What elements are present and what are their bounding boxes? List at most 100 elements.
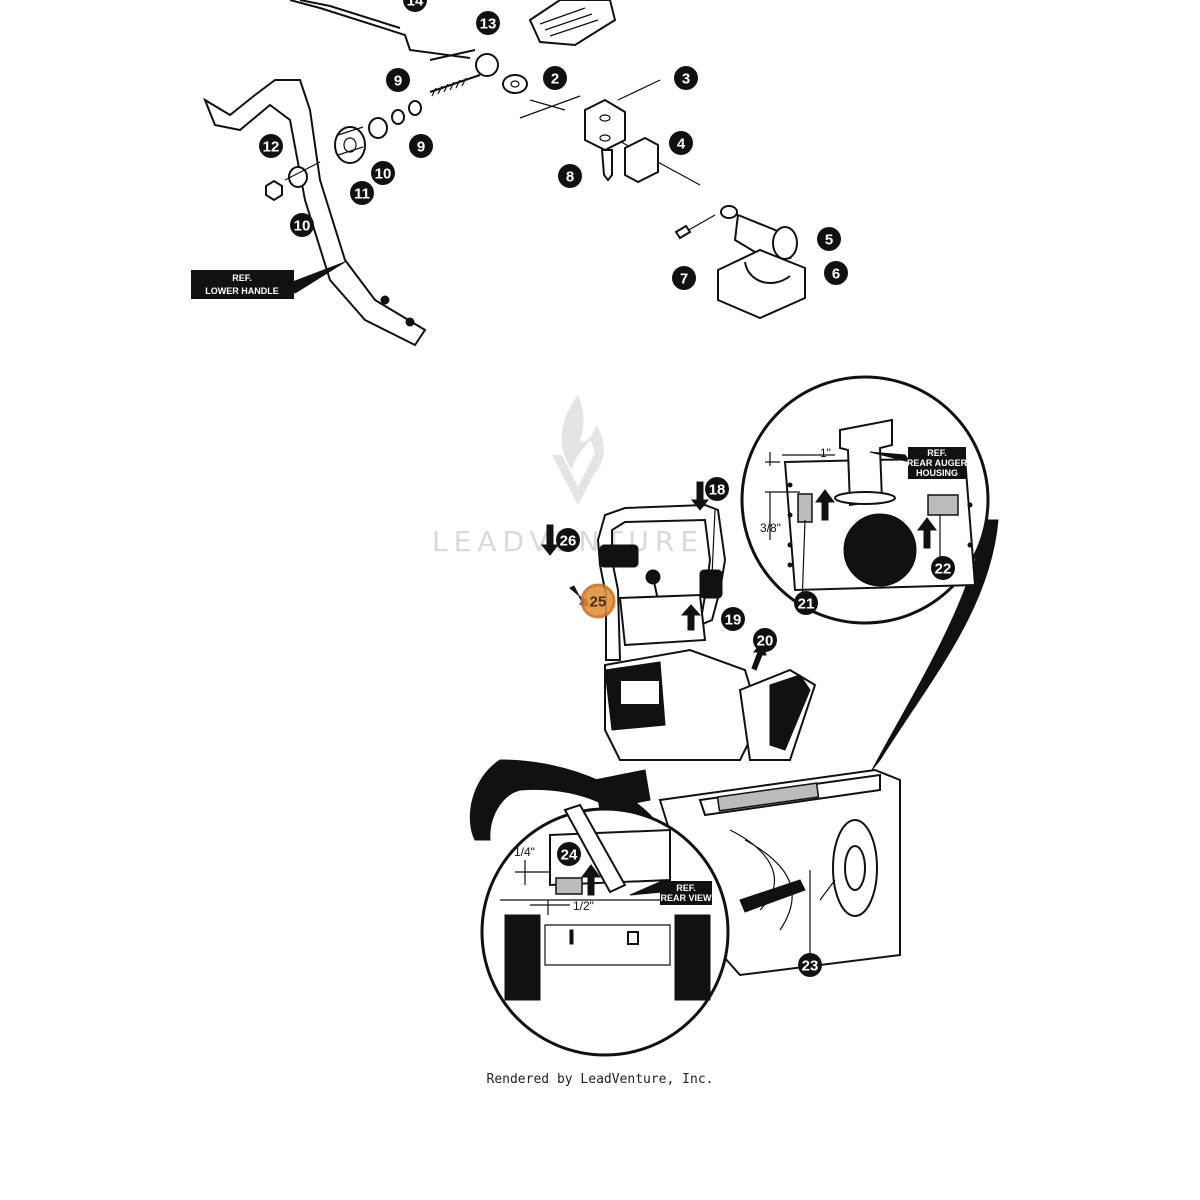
arrow-18-icon: [690, 481, 710, 511]
eyebolt-ring: [475, 53, 499, 77]
callout-circle: [409, 134, 433, 158]
callout-circle: [798, 953, 822, 977]
callout-circle: [753, 628, 777, 652]
callout-number: 23: [802, 958, 819, 975]
callout-10[interactable]: 10: [290, 213, 314, 237]
callout-circle: [259, 134, 283, 158]
svg-text:REAR VIEW: REAR VIEW: [660, 893, 712, 903]
callout-number: 4: [677, 136, 686, 153]
spring-knob: [528, 0, 617, 47]
callout-circle: [794, 591, 818, 615]
arrow-26-icon: [540, 524, 560, 556]
callout-circle: [476, 11, 500, 35]
callout-number: 10: [294, 218, 311, 235]
leader-18: [711, 509, 716, 576]
holder-6: [717, 248, 806, 320]
callout-18[interactable]: 18: [705, 477, 729, 501]
callout-number: 24: [561, 847, 578, 864]
callout-circle: [674, 66, 698, 90]
callout-number: 12: [263, 139, 280, 156]
callout-11[interactable]: 11: [350, 181, 374, 205]
callout-circle: [721, 607, 745, 631]
callout-19[interactable]: 19: [721, 607, 745, 631]
callout-6[interactable]: 6: [824, 261, 848, 285]
nut-9-lower: [391, 109, 405, 125]
callout-circle: [824, 261, 848, 285]
pulley-11: [334, 126, 366, 164]
callout-circle: [817, 227, 841, 251]
inset-bottom-leader: [469, 759, 671, 846]
svg-text:HOUSING: HOUSING: [916, 468, 958, 478]
arrow-22-icon: [917, 517, 937, 549]
callout-circle: [290, 213, 314, 237]
callout-3[interactable]: 3: [674, 66, 698, 90]
callout-circle: [931, 556, 955, 580]
solenoid-5: [674, 205, 798, 260]
callout-14[interactable]: 14: [403, 0, 427, 12]
rear-wheel-right: [674, 914, 711, 1001]
eyebolt-rod: [429, 49, 476, 61]
callout-20[interactable]: 20: [753, 628, 777, 652]
callout-number: 14: [407, 0, 424, 10]
callout-12[interactable]: 12: [259, 134, 283, 158]
inset-rear-view: 1/4" 1/2" REF. REAR VIEW: [480, 803, 730, 1057]
callout-number: 7: [680, 271, 688, 288]
watermark-v-icon: [552, 455, 604, 505]
callout-number: 25: [590, 594, 607, 611]
callout-circle: [580, 583, 616, 619]
decal-22: [927, 494, 959, 516]
control-rod: [289, 0, 471, 59]
housing-decal: [716, 782, 820, 812]
callout-number: 6: [832, 266, 840, 283]
callout-24[interactable]: 24: [557, 842, 581, 866]
arrow-24-icon: [581, 864, 601, 896]
callout-9[interactable]: 9: [386, 68, 410, 92]
callout-circle: [386, 68, 410, 92]
bracket-3: [584, 98, 626, 152]
callout-26[interactable]: 26: [556, 528, 580, 552]
callout-circle: [543, 66, 567, 90]
callout-number: 20: [757, 633, 774, 650]
callout-7[interactable]: 7: [672, 266, 696, 290]
bolt-8: [600, 149, 613, 182]
callout-22[interactable]: 22: [931, 556, 955, 580]
arrow-19-icon: [680, 604, 702, 631]
callout-number: 10: [375, 166, 392, 183]
nut-12: [265, 179, 283, 202]
washer-2: [502, 74, 528, 94]
snowblower-assembly-view: 1" 3/8" REF. REAR AUGER HOUSING 1/4": [469, 375, 999, 1057]
lower-handle: [202, 79, 427, 347]
callout-number: 26: [560, 533, 577, 550]
callout-circle: [403, 0, 427, 12]
dim-1-2-inch: 1/2": [573, 899, 594, 913]
upper-handle: [596, 503, 727, 661]
callout-circle: [672, 266, 696, 290]
callout-5[interactable]: 5: [817, 227, 841, 251]
callout-8[interactable]: 8: [558, 164, 582, 188]
control-rod-edge: [299, 0, 401, 29]
top-exploded-view: REF. LOWER HANDLE: [191, 0, 806, 347]
svg-text:REF.: REF.: [232, 273, 252, 283]
footer-credit: Rendered by LeadVenture, Inc.: [486, 1072, 714, 1087]
callout-23[interactable]: 23: [798, 953, 822, 977]
callout-13[interactable]: 13: [476, 11, 500, 35]
callout-circle: [350, 181, 374, 205]
inset-rear-auger-housing: 1" 3/8" REF. REAR AUGER HOUSING: [740, 375, 990, 625]
callout-number: 5: [825, 232, 833, 249]
callout-2[interactable]: 2: [543, 66, 567, 90]
pin-7: [674, 224, 692, 240]
callout-number: 18: [709, 482, 726, 499]
callout-number: 22: [935, 561, 952, 578]
callout-number: 19: [725, 612, 742, 629]
callout-circle: [669, 131, 693, 155]
dim-1-4-inch: 1/4": [514, 845, 535, 859]
callout-4[interactable]: 4: [669, 131, 693, 155]
callout-circle: [705, 477, 729, 501]
callout-25-highlighted[interactable]: 25: [580, 583, 616, 619]
callout-9[interactable]: 9: [409, 134, 433, 158]
callout-21[interactable]: 21: [794, 591, 818, 615]
arrow-21-icon: [815, 489, 835, 521]
rear-wheel-left: [504, 914, 541, 1001]
callout-10[interactable]: 10: [371, 161, 395, 185]
